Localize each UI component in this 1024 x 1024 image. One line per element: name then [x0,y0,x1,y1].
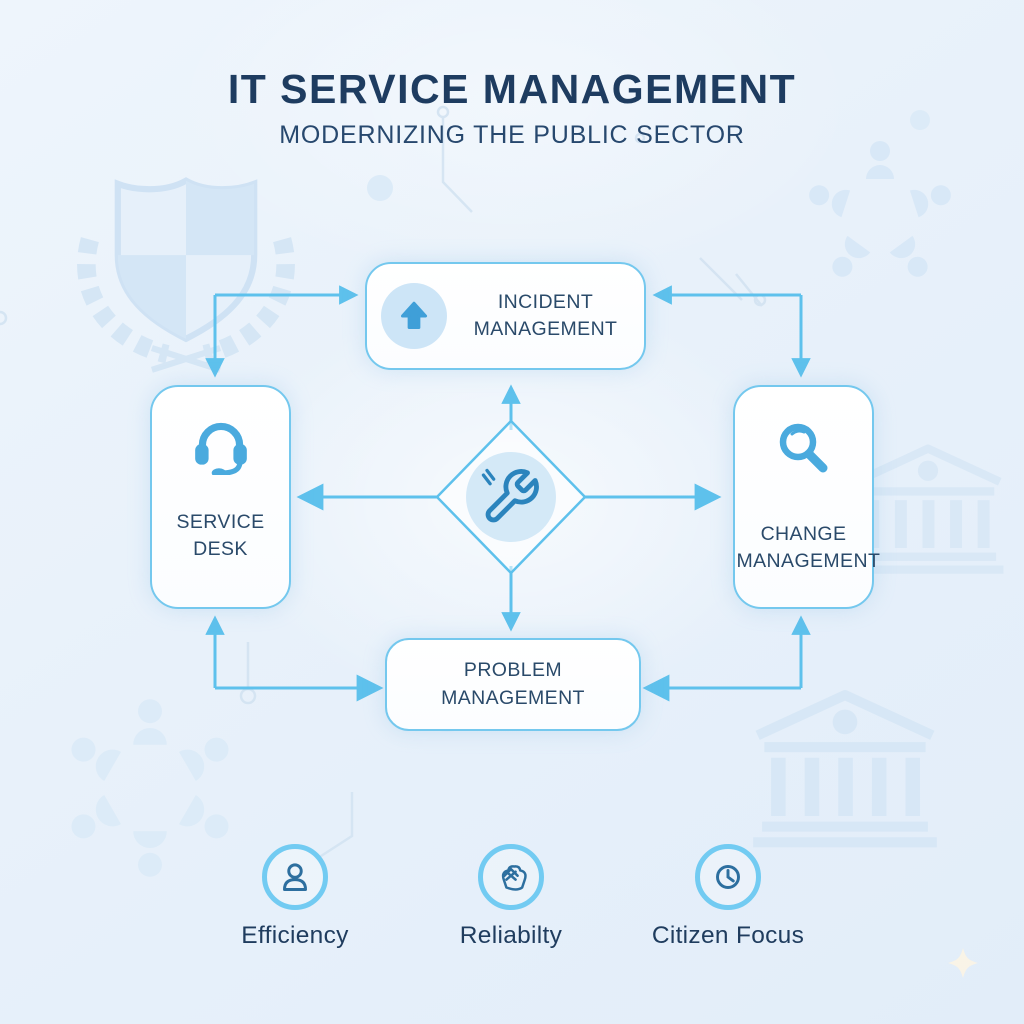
sparkle-icon [948,948,978,978]
node-change-management: CHANGE MANAGEMENT [733,385,881,609]
node-problem-management: PROBLEM MANAGEMENT [385,638,641,731]
efficiency-badge [262,844,328,910]
page-subtitle: MODERNIZING THE PUBLIC SECTOR [279,121,745,149]
people-circle-watermark-2 [64,699,236,877]
node-service-desk: SERVICE DESK [150,385,291,609]
node-problem-label: PROBLEM MANAGEMENT [441,659,585,709]
page-title: IT SERVICE MANAGEMENT [227,66,797,112]
crown-icon [501,865,527,891]
magnifier-icon [779,423,827,473]
node-incident-management: INCIDENT MANAGEMENT [365,262,646,370]
citizen-focus-badge [695,844,761,910]
reliability-label: Reliabilty [459,922,563,949]
people-circle-watermark [805,141,955,284]
building-watermark-bottom [753,695,937,847]
arrow-up-icon [400,301,428,330]
reliability-badge [478,844,544,910]
node-service-desk-label: SERVICE DESK [176,511,265,561]
wrench-icon [481,468,539,523]
efficiency-label: Efficiency [241,922,349,949]
circuit-lines [0,105,767,860]
shield-watermark [77,177,295,373]
center-diamond [435,419,587,575]
person-icon [283,863,307,891]
arrow-up-icon-circle [381,283,447,349]
node-incident-label: INCIDENT MANAGEMENT [473,290,618,340]
clock-icon [716,865,740,889]
node-change-label: CHANGE MANAGEMENT [736,523,881,573]
headset-icon [194,422,247,475]
citizen-focus-label: Citizen Focus [651,922,805,949]
